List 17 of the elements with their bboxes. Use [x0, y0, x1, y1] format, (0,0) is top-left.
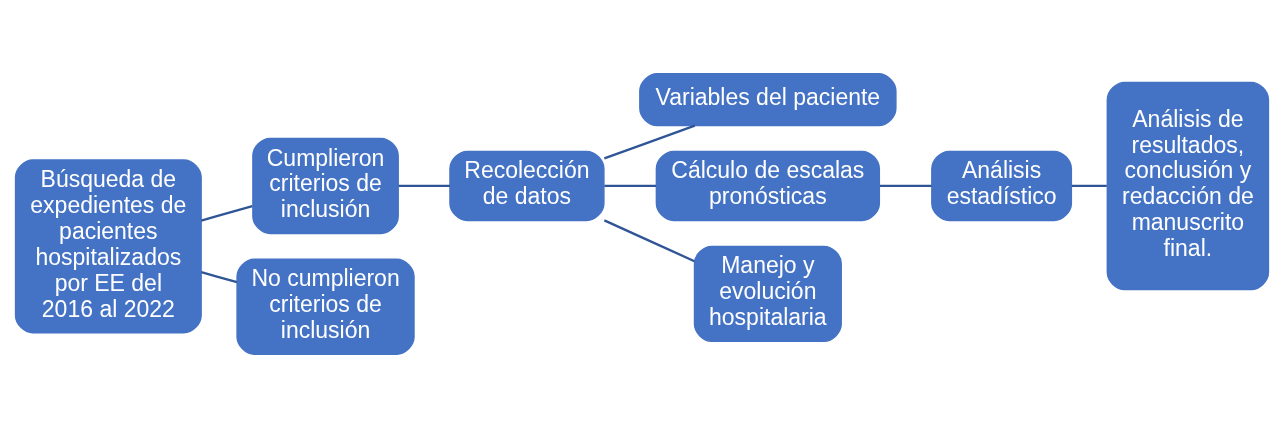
connector	[201, 271, 238, 284]
connector	[880, 184, 932, 188]
connector	[1071, 184, 1107, 188]
node-box: Cumplieron criterios de inclusión	[252, 137, 399, 235]
node-box: Análisis de resultados, conclusión y redacción de manuscrito final.	[1106, 81, 1270, 291]
node-box: Recolección de datos	[449, 150, 605, 222]
node-box: Análisis estadístico	[931, 150, 1073, 222]
node-box: Cálculo de escalas pronósticas	[655, 150, 881, 222]
node-box: Variables del paciente	[639, 73, 897, 127]
connector	[201, 205, 253, 222]
connector	[604, 184, 656, 188]
connector	[398, 184, 450, 188]
connector	[603, 219, 695, 263]
connector	[603, 124, 696, 160]
node-box: Búsqueda de expedientes de pacientes hospitalizados por EE del 2016 al 2022	[14, 159, 202, 334]
node-box: No cumplieron criterios de inclusión	[236, 258, 415, 355]
node-box: Manejo y evolución hospitalaria	[693, 245, 842, 343]
